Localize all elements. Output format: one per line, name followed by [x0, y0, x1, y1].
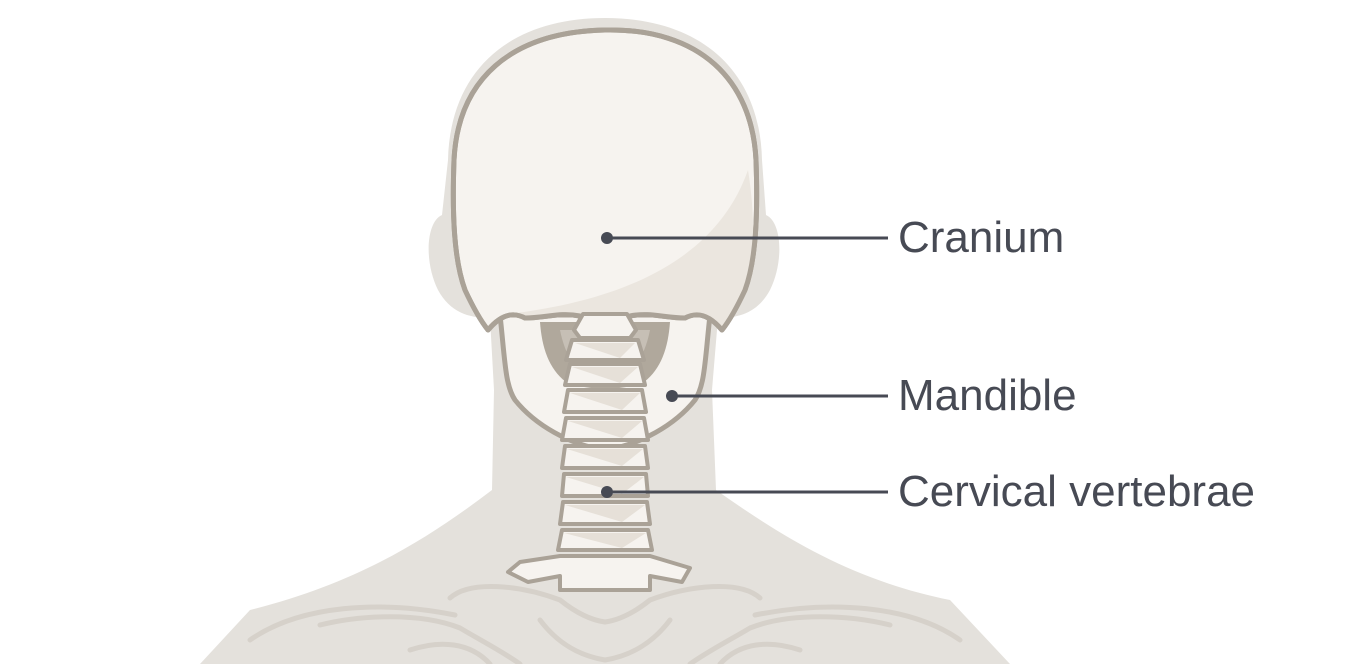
leader-cranium [601, 232, 888, 244]
vertebrae-shading [564, 343, 646, 548]
leader-mandible [666, 390, 888, 402]
mandible-label: Mandible [898, 371, 1077, 420]
cranium-label: Cranium [898, 213, 1065, 262]
cranium-bone [450, 27, 760, 333]
leader-cervical [601, 486, 888, 498]
shoulder-bones [247, 583, 963, 667]
cervical-vertebrae-label: Cervical vertebrae [898, 467, 1256, 516]
